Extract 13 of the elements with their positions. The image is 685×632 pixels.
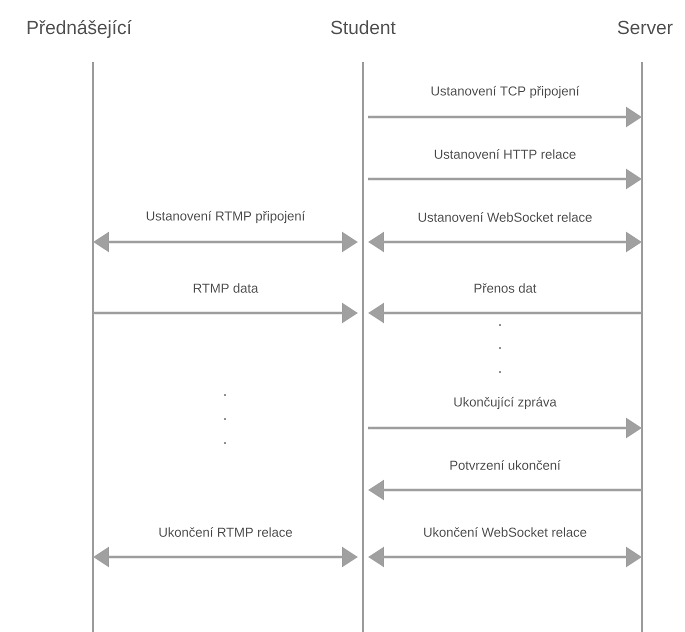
edge-label: Ustanovení HTTP relace <box>432 148 578 160</box>
participant-label: Server <box>618 20 673 34</box>
participant-label: Student <box>331 20 396 34</box>
edge-label: Ukončení RTMP relace <box>156 526 294 538</box>
edge-label: Ustanovení WebSocket relace <box>416 210 594 224</box>
edge-label: Přenos dat <box>472 282 538 294</box>
participant-label: Přednášející <box>28 20 132 38</box>
edge-label: RTMP data <box>191 282 260 294</box>
edge-label: Ukončující zpráva <box>452 395 558 411</box>
edge-label: Ustanovení RTMP připojení <box>144 209 307 225</box>
edge-label: Ustanovení TCP připojení <box>429 84 581 100</box>
edge-label: Potvrzení ukončení <box>448 458 562 472</box>
edge-label: Ukončení WebSocket relace <box>422 526 588 538</box>
